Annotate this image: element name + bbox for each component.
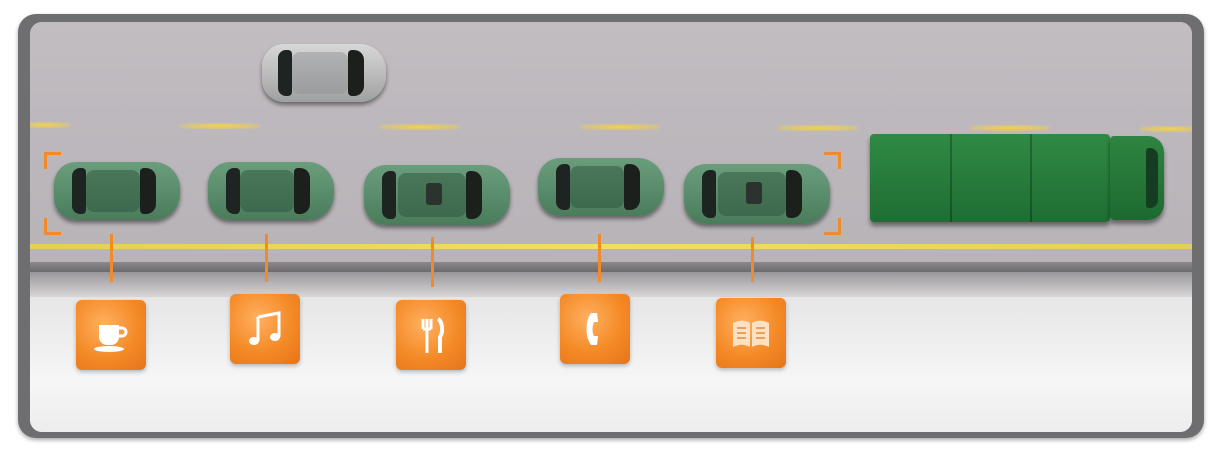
lane-marking bbox=[1140, 126, 1192, 132]
road-edge bbox=[30, 262, 1192, 272]
platoon-car-5 bbox=[684, 164, 830, 224]
lane-marking bbox=[778, 125, 858, 131]
fork-knife-icon bbox=[396, 300, 466, 370]
connector-line bbox=[598, 234, 601, 282]
connector-line bbox=[751, 237, 754, 282]
passing-car bbox=[262, 44, 386, 102]
truck-trailer bbox=[870, 134, 1110, 222]
lane-marking bbox=[380, 124, 460, 130]
coffee-cup-icon bbox=[76, 300, 146, 370]
phone-icon bbox=[560, 294, 630, 364]
platoon-bracket-bottom-left bbox=[44, 218, 61, 235]
lane-marking bbox=[970, 125, 1050, 131]
connector-line bbox=[110, 234, 113, 282]
road-scene bbox=[30, 22, 1192, 432]
curb bbox=[30, 272, 1192, 297]
connector-line bbox=[431, 237, 434, 287]
platoon-bracket-top-right bbox=[824, 152, 841, 169]
connector-line bbox=[265, 234, 268, 282]
platoon-car-1 bbox=[54, 162, 180, 220]
platoon-bracket-top-left bbox=[44, 152, 61, 169]
platoon-car-4 bbox=[538, 158, 664, 216]
platoon-bracket-bottom-right bbox=[824, 218, 841, 235]
lane-marking bbox=[580, 124, 660, 130]
lane-marking bbox=[30, 122, 70, 128]
truck-cab bbox=[1110, 136, 1164, 220]
lane-marking bbox=[180, 123, 260, 129]
platoon-car-3 bbox=[364, 165, 510, 225]
platoon-car-2 bbox=[208, 162, 334, 220]
book-icon bbox=[716, 298, 786, 368]
music-note-icon bbox=[230, 294, 300, 364]
edge-line bbox=[30, 244, 1192, 249]
